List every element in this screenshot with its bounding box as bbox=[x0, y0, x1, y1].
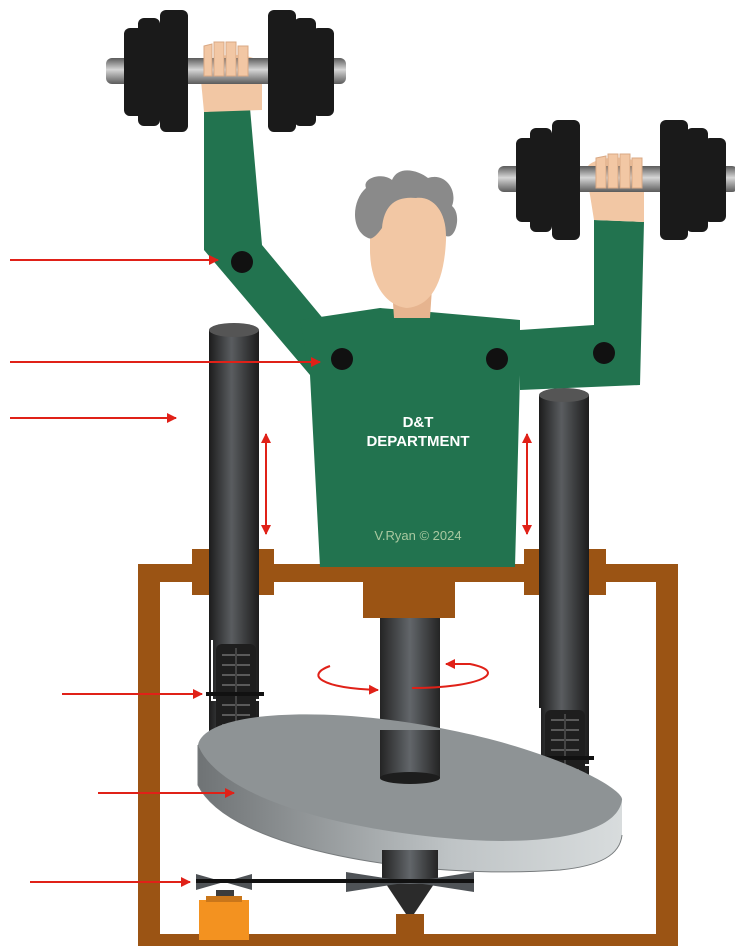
left-chest-joint bbox=[331, 348, 353, 370]
shirt-text-line1: D&T bbox=[340, 414, 496, 431]
right-chest-joint bbox=[486, 348, 508, 370]
shaft-point bbox=[386, 884, 434, 914]
pulley-drive bbox=[196, 872, 474, 940]
shaft-bearing bbox=[363, 582, 455, 618]
right-arm-sleeve bbox=[520, 220, 644, 390]
lower-shaft bbox=[382, 850, 438, 884]
left-shoulder-joint bbox=[231, 251, 253, 273]
shaft-base bbox=[396, 914, 424, 936]
motor bbox=[199, 900, 249, 940]
credit-text: V.Ryan © 2024 bbox=[340, 528, 496, 543]
shirt-text-line2: DEPARTMENT bbox=[340, 433, 496, 450]
shaft-rotation-arrow-left bbox=[318, 666, 378, 690]
right-shoulder-joint bbox=[593, 342, 615, 364]
